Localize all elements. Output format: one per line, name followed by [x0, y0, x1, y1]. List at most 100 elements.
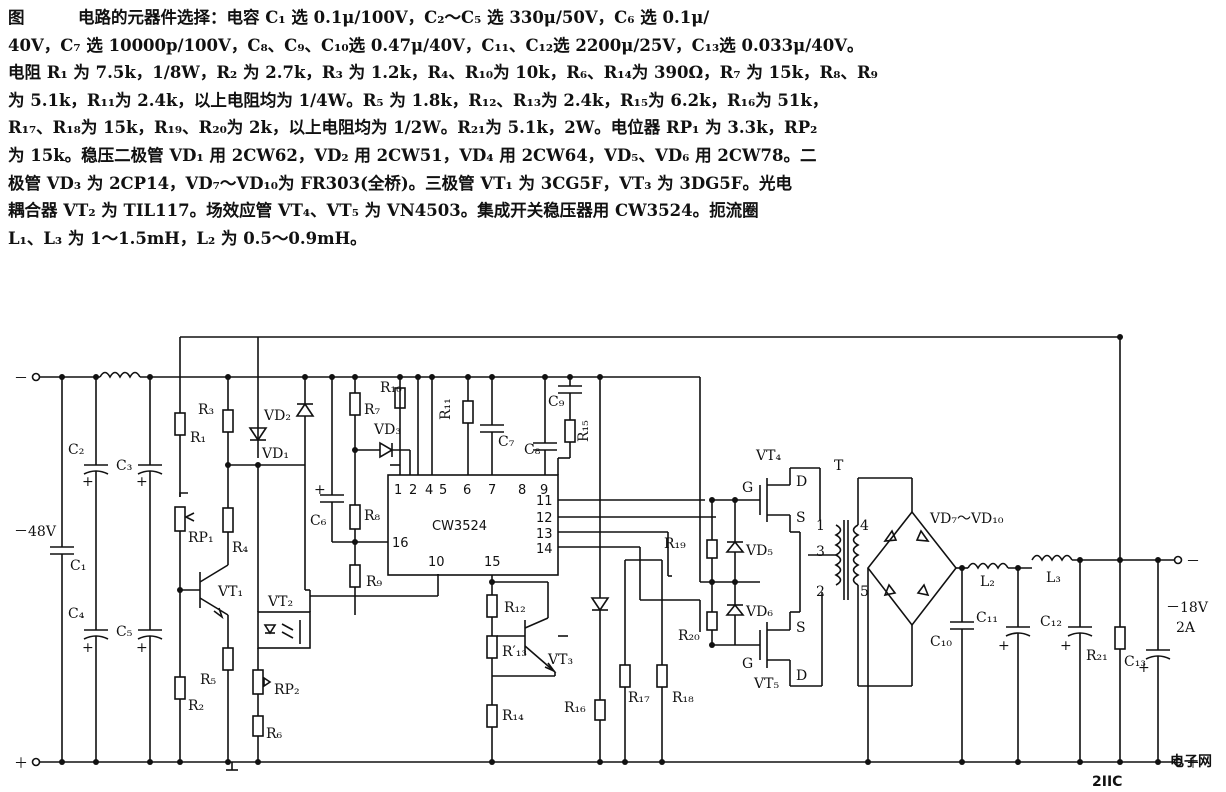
output-current-label: 2A — [1176, 620, 1196, 636]
polarity-mark: + — [136, 640, 148, 656]
resistor-label: R′₁₃ — [502, 644, 527, 660]
capacitor-label: C₁₂ — [1040, 614, 1062, 630]
transformer-pin: 1 — [816, 518, 825, 534]
resistor-label: R₁₁ — [438, 398, 454, 420]
capacitor-label: C₉ — [548, 394, 565, 410]
capacitor-label: C₆ — [310, 513, 327, 529]
resistor-label: R₆ — [266, 726, 283, 742]
ic-pin: 13 — [536, 527, 553, 542]
resistor-label: R₁₇ — [628, 690, 650, 706]
description-line: 耦合器 VT₂ 为 TIL117。场效应管 VT₄、VT₅ 为 VN4503。集… — [8, 201, 759, 221]
input-positive-terminal: ＋ — [14, 756, 28, 772]
resistor-label: R₁₄ — [502, 708, 524, 724]
polarity-mark: + — [82, 474, 94, 490]
gate-pin-label: G — [742, 480, 753, 496]
potentiometer-label: RP₁ — [188, 530, 214, 546]
ic-name: CW3524 — [432, 519, 487, 534]
ic-pin: 4 — [425, 483, 433, 498]
input-negative-terminal: － — [14, 371, 28, 387]
transformer-label: T — [834, 458, 844, 474]
resistor-label: R₄ — [232, 540, 249, 556]
drain-pin-label: D — [796, 668, 807, 684]
transformer-pin: 3 — [816, 544, 825, 560]
resistor-label: R₁₆ — [564, 700, 586, 716]
capacitor-label: C₃ — [116, 458, 132, 474]
transistor-label: VT₅ — [753, 676, 779, 692]
resistor-label: R₂₁ — [1086, 648, 1108, 664]
ic-pin: 16 — [392, 536, 409, 551]
ic-pin: 1 — [394, 483, 402, 498]
description-line: 极管 VD₃ 为 2CP14，VD₇～VD₁₀为 FR303(全桥)。三极管 V… — [8, 173, 792, 193]
resistor-label: R₂₀ — [678, 628, 700, 644]
polarity-mark: + — [136, 474, 148, 490]
capacitor-label: C₂ — [68, 442, 84, 458]
description-line: 图电路的元器件选择：电容 C₁ 选 0.1μ/100V，C₂～C₅ 选 330μ… — [8, 4, 1220, 32]
input-voltage-label: －48V — [14, 524, 57, 540]
source-pin-label: S — [796, 620, 806, 636]
resistor-label: R₁₉ — [664, 536, 686, 552]
resistor-label: R₃ — [198, 402, 214, 418]
polarity-mark: + — [1060, 638, 1072, 654]
diode-label: VD₇～VD₁₀ — [929, 511, 1004, 527]
transistor-label: VT₃ — [547, 652, 573, 668]
ic-pin: 5 — [439, 483, 447, 498]
description-line: R₁₇、R₁₈为 15k，R₁₉、R₂₀为 2k，以上电阻均为 1/2W。R₂₁… — [8, 118, 818, 138]
circuit-wiring — [31, 336, 1183, 771]
diode-label: VD₅ — [745, 543, 773, 559]
ic-pin: 12 — [536, 511, 553, 526]
description-line: 为 15k。稳压二极管 VD₁ 用 2CW62，VD₂ 用 2CW51，VD₄ … — [8, 145, 817, 165]
diode-label: VD₂ — [263, 408, 291, 424]
ic-pin: 10 — [428, 555, 445, 570]
capacitor-label: C₄ — [68, 606, 85, 622]
ic-pin: 9 — [540, 483, 548, 498]
inductor-label: L₂ — [980, 574, 995, 590]
polarity-mark: + — [314, 482, 326, 498]
capacitor-label: C₁₁ — [976, 610, 998, 626]
resistor-label: R₁₂ — [504, 600, 526, 616]
ic-pin: 11 — [536, 494, 553, 509]
transformer-pin: 5 — [860, 584, 869, 600]
description-line: 电阻 R₁ 为 7.5k，1/8W，R₂ 为 2.7k，R₃ 为 1.2k，R₄… — [8, 63, 878, 83]
resistor-label: R₈ — [364, 508, 381, 524]
ic-pin: 6 — [463, 483, 471, 498]
polarity-mark: + — [1138, 660, 1150, 676]
resistor-label: R₁₀ — [380, 380, 402, 396]
capacitor-label: C₈ — [524, 442, 541, 458]
potentiometer-label: RP₂ — [274, 682, 300, 698]
capacitor-label: C₁₃ — [1124, 654, 1146, 670]
resistor-label: R₅ — [200, 672, 217, 688]
resistor-label: R₇ — [364, 402, 381, 418]
transformer-pin: 2 — [816, 584, 825, 600]
source-pin-label: S — [796, 510, 806, 526]
resistor-label: R₁ — [190, 430, 206, 446]
output-voltage-label: －18V — [1166, 600, 1209, 616]
diode-label: VD₆ — [745, 604, 773, 620]
figure-caption: 图 — [8, 8, 25, 27]
schematic-labels: － ＋ －48V － ＋ －18V 2A C₂ C₃ C₁ C₄ C₅ C₆ C… — [14, 371, 1212, 790]
drain-pin-label: D — [796, 474, 807, 490]
capacitor-label: C₁₀ — [930, 634, 952, 650]
resistor-label: R₉ — [366, 574, 383, 590]
capacitor-label: C₅ — [116, 624, 133, 640]
output-positive-terminal: ＋ — [1186, 756, 1200, 772]
component-description: 图电路的元器件选择：电容 C₁ 选 0.1μ/100V，C₂～C₅ 选 330μ… — [8, 4, 1220, 252]
resistor-label: R₂ — [188, 698, 204, 714]
output-negative-terminal: － — [1186, 554, 1200, 570]
polarity-mark: + — [998, 638, 1010, 654]
transistor-label: VT₄ — [755, 448, 781, 464]
watermark-logo: 2IIC — [1092, 774, 1122, 790]
resistor-label: R₁₅ — [576, 420, 592, 442]
transistor-label: VT₁ — [217, 584, 243, 600]
ic-pin: 14 — [536, 542, 553, 557]
ic-pin: 15 — [484, 555, 501, 570]
transformer-pin: 4 — [860, 518, 869, 534]
description-line: 40V，C₇ 选 10000p/100V，C₈、C₉、C₁₀选 0.47μ/40… — [8, 35, 864, 55]
polarity-mark: + — [82, 640, 94, 656]
junction-dots — [59, 334, 1161, 765]
transistor-label: VT₂ — [267, 594, 293, 610]
ic-pin: 2 — [409, 483, 417, 498]
description-line: 为 5.1k，R₁₁为 2.4k，以上电阻均为 1/4W。R₅ 为 1.8k，R… — [8, 90, 829, 110]
capacitor-label: C₁ — [70, 558, 86, 574]
diode-label: VD₃ — [373, 422, 401, 438]
